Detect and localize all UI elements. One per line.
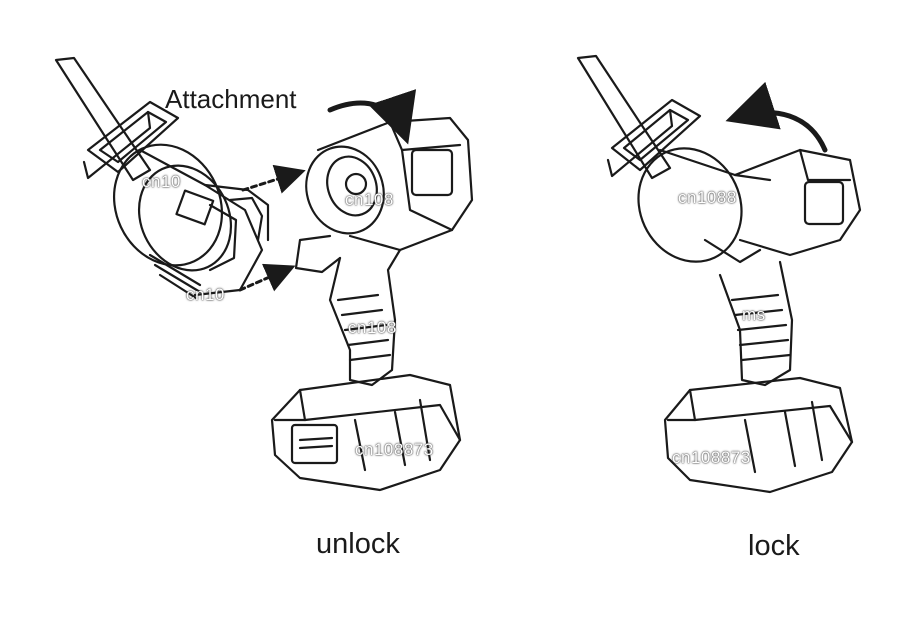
saw-attachment-detached bbox=[54, 56, 270, 300]
insert-arrows bbox=[238, 164, 306, 292]
watermark-8: cn10 bbox=[186, 285, 225, 304]
saw-blade-right bbox=[576, 54, 672, 180]
watermark-9: ms bbox=[742, 305, 766, 324]
unlock-label: unlock bbox=[316, 528, 400, 560]
rotate-arrow-unlock bbox=[327, 89, 417, 145]
watermark-1: cn108 bbox=[345, 190, 394, 209]
drill-assembled-lock bbox=[576, 54, 862, 494]
watermark-3: cn108873 bbox=[355, 440, 434, 459]
lock-label: lock bbox=[748, 530, 800, 562]
watermark-6: cn108873 bbox=[672, 448, 751, 467]
watermark-2: cn108 bbox=[348, 318, 397, 337]
rotate-arrow-lock bbox=[725, 81, 828, 153]
insert-arrow-lower bbox=[238, 263, 296, 292]
saw-blade-left bbox=[54, 56, 152, 182]
insert-arrow-upper bbox=[241, 164, 306, 194]
watermark-5: cn10 bbox=[142, 172, 181, 191]
watermark-4: cn1088 bbox=[678, 188, 737, 207]
drill-body-unlock bbox=[270, 116, 474, 492]
attachment-label: Attachment bbox=[165, 84, 297, 114]
